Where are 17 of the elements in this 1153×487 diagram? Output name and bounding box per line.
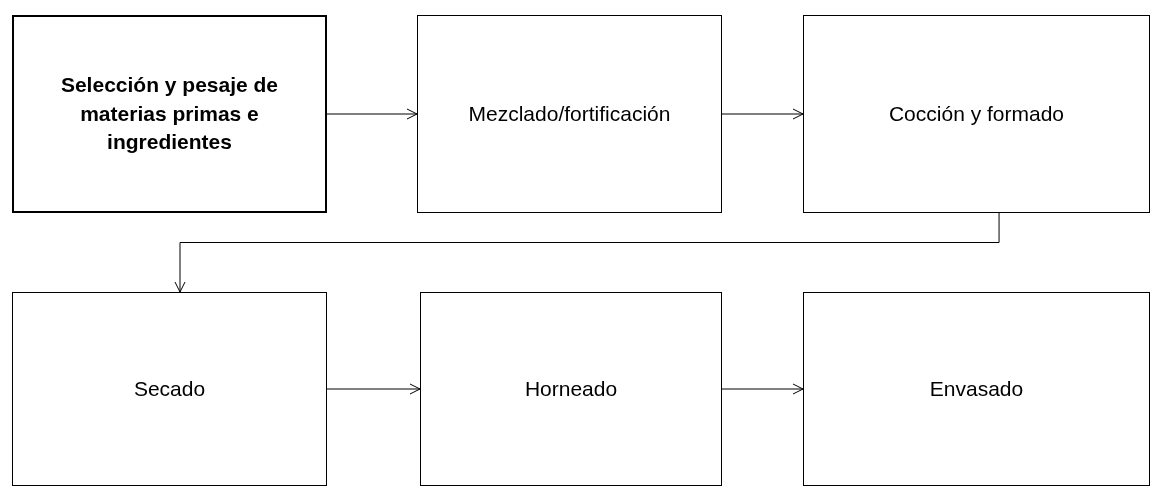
process-box (803, 15, 1150, 213)
arrow (721, 383, 804, 395)
process-box (420, 292, 722, 486)
process-box (12, 292, 327, 486)
process-box (417, 15, 722, 213)
arrow (326, 108, 418, 120)
arrow (721, 108, 804, 120)
step-label: Mezclado/fortificación (468, 100, 671, 127)
step-label: Horneado (524, 375, 618, 402)
arrow (174, 212, 1000, 293)
step-label: Selección y pesaje de materias primas e ingredientes (59, 72, 280, 156)
arrow (326, 383, 421, 395)
step-label: Cocción y formado (888, 100, 1065, 127)
process-box (803, 292, 1150, 486)
step-label: Secado (133, 375, 206, 402)
step-label: Envasado (929, 375, 1024, 402)
process-box (12, 15, 327, 213)
